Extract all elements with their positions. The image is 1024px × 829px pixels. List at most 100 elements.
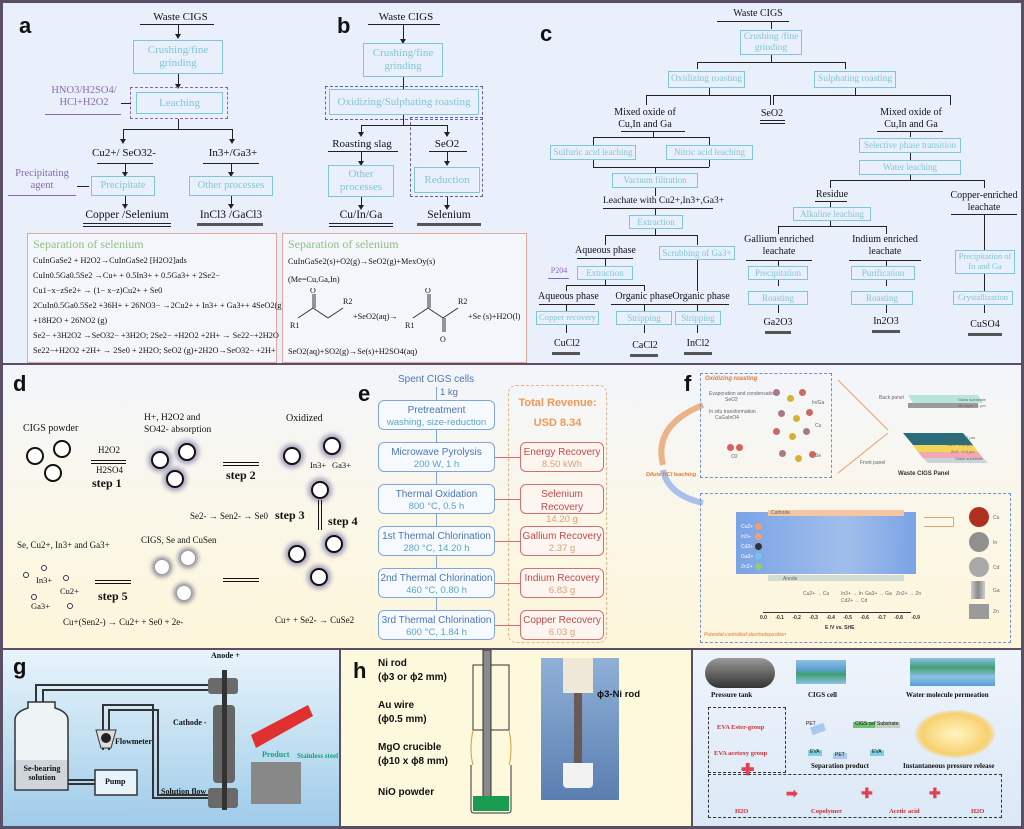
f-electro-title: Potential-controlled electrodeposition: [704, 632, 786, 638]
particle: [155, 560, 169, 574]
c-crystallization-box: Crystallization: [953, 291, 1013, 305]
e-step-detail: 600 °C, 1.84 h: [406, 627, 467, 638]
h-photo-label: ϕ3-Ni rod: [597, 689, 641, 700]
connector: [697, 235, 698, 245]
arrow-icon: [122, 172, 128, 177]
connector: [447, 197, 448, 207]
connector: [593, 160, 594, 167]
arrow-icon: [175, 84, 181, 89]
e-step-detail: 280 °C, 14.20 h: [403, 543, 470, 554]
connector: [655, 208, 656, 215]
d-ion-in: In3+: [310, 460, 327, 470]
f-product-label: Ga: [993, 588, 1000, 594]
d-label-oxidized: Oxidized: [286, 413, 323, 424]
connector: [566, 325, 567, 333]
connector: [436, 430, 437, 442]
i-acetoxy-label: EVA acetoxy group: [714, 750, 768, 757]
connector: [697, 304, 698, 311]
ion-zn: [755, 563, 762, 570]
connector: [593, 137, 709, 138]
e-recovery-gallium: Gallium Recovery 2.37 g: [520, 526, 604, 556]
f-ion-label: Cu2+: [741, 524, 754, 530]
atom: [795, 455, 802, 462]
underline: [197, 223, 263, 226]
a-leaching-box: Leaching: [136, 92, 223, 114]
panel-c-letter: c: [540, 21, 553, 46]
d-label-cuse: CIGS, Se and CuSen: [141, 535, 217, 545]
e-input: Spent CIGS cells: [398, 374, 475, 385]
e-recovery-value: 6.83 g: [548, 585, 576, 596]
atom: [803, 428, 810, 435]
e-recovery-title: Indium Recovery: [524, 573, 600, 584]
atom: [809, 451, 816, 458]
underline: [760, 120, 785, 124]
underline: [765, 331, 791, 334]
connector: [361, 197, 362, 207]
connector: [231, 196, 232, 206]
b-roasting-box: Oxidizing/Sulphating roasting: [329, 89, 479, 115]
connector: [436, 472, 437, 484]
b-selenium-highlight: [410, 117, 483, 197]
e-step-pretreatment: Pretreatment washing, size-reduction: [378, 400, 495, 430]
connector: [697, 62, 698, 69]
f-oxidizing-box: [700, 373, 832, 478]
f-evap-formula: SeO2: [725, 397, 738, 403]
a-other-processes-box: Other processes: [189, 176, 273, 196]
c-copper-enriched: Copper-enriched leachate: [950, 190, 1018, 213]
connector: [886, 226, 887, 234]
atom: [778, 410, 785, 417]
axis-tick: -0.9: [911, 615, 920, 621]
d-step4: step 4: [328, 514, 358, 528]
e-step-title: Thermal Oxidation: [395, 489, 478, 500]
panel-g-letter: g: [13, 654, 27, 679]
a-precip-agent: Precipitating agent: [15, 168, 69, 192]
connector: [984, 214, 985, 250]
a-crushing-box: Crushing/fine grinding: [133, 40, 223, 74]
panel-top: a Waste CIGS Crushing/fine grinding Leac…: [3, 3, 1021, 363]
e-step-microwave: Microwave Pyrolysis 200 W, 1 h: [378, 442, 495, 472]
h-au-wire: Au wire: [378, 700, 415, 711]
h-mgo: MgO crucible: [378, 742, 442, 753]
connector: [436, 598, 437, 610]
i-permeation-label: Water molecule permeation: [906, 691, 989, 699]
a-branch-right: In3+/Ga3+: [208, 147, 258, 159]
connector: [125, 163, 126, 174]
i-film-label: Substrate: [875, 721, 901, 728]
connector: [403, 115, 404, 125]
f-dilute-hcl: Dilute HCl leaching: [646, 472, 697, 478]
d-step1: step 1: [92, 476, 122, 490]
a-equation-6: Se2− +3H2O2 →SeO32− +3H2O; 2Se2− +H2O2 +…: [33, 331, 279, 340]
connector: [655, 229, 656, 235]
g-flowmeter-label: Flowmeter: [115, 737, 152, 746]
connector: [232, 129, 233, 141]
c-scrubbing-box: Scrubbing of Ga3+: [659, 246, 735, 260]
f-reduction: Zn2+ → Zn: [896, 591, 922, 597]
connector: [77, 186, 89, 187]
c-stripping1-box: Stripping: [616, 311, 672, 325]
connector: [495, 625, 520, 626]
f-oxidizing-title: Oxidizing roasting: [705, 376, 758, 382]
d-reagent-bottom: H2SO4: [96, 465, 124, 475]
i-permeation-image: [910, 658, 995, 686]
d-ion-ga: Ga3+: [332, 460, 351, 470]
atom: [799, 389, 806, 396]
e-step-oxidation: Thermal Oxidation 800 °C, 0.5 h: [378, 484, 495, 514]
axis-tick: -0.4: [826, 615, 835, 621]
connector: [646, 95, 647, 105]
panel-f-letter: f: [684, 371, 692, 396]
c-roasting2-box: Roasting: [851, 291, 913, 305]
arrow-icon: [444, 205, 450, 210]
plus-icon: ✚: [861, 787, 873, 802]
g-solution: [16, 760, 67, 789]
g-electrolysis-apparatus: [14, 670, 313, 810]
atom: [787, 395, 794, 402]
arrow-icon: [358, 132, 364, 137]
connector: [778, 260, 779, 266]
axis-tick: -0.3: [809, 615, 818, 621]
connector: [778, 280, 779, 286]
e-recovery-value: 2.37 g: [548, 543, 576, 554]
a-equation-3: Cu1−x−zSe2+ → (1− x−z)Cu2+ + Se0: [33, 286, 163, 295]
c-product-cuso4: CuSO4: [970, 319, 1000, 330]
axis-tick: -0.8: [894, 615, 903, 621]
underline: [603, 208, 713, 209]
